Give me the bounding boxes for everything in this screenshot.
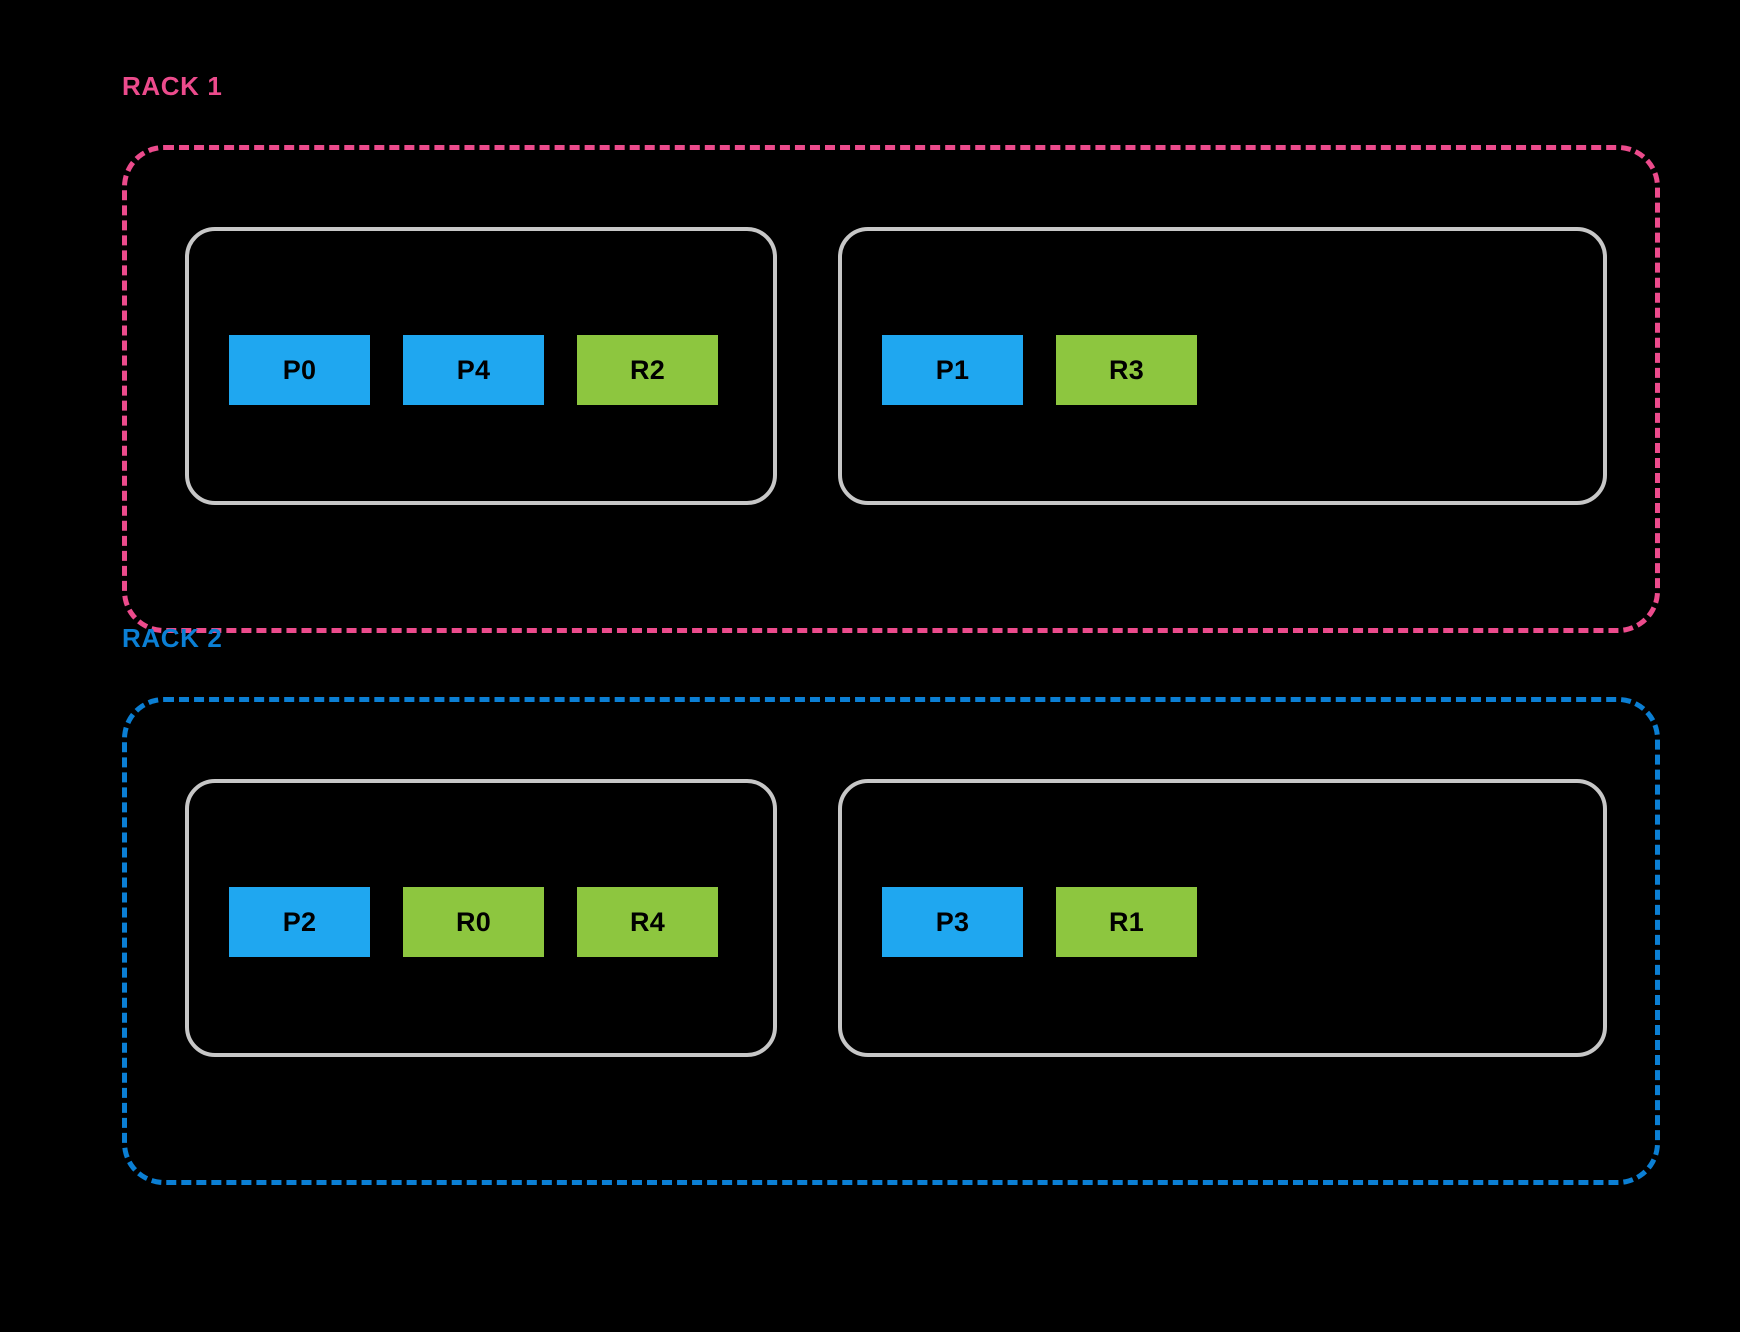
chip-row-broker-2: P1 R3 [882, 335, 1197, 405]
chip-row-broker-4: P3 R1 [882, 887, 1197, 957]
rack-boundary-2: P2 R0 R4 P3 R1 [122, 697, 1660, 1185]
chip-row-broker-3: P2 R0 R4 [229, 887, 718, 957]
replica-chip-r1[interactable]: R1 [1056, 887, 1197, 957]
replica-chip-r4[interactable]: R4 [577, 887, 718, 957]
partition-chip-p3[interactable]: P3 [882, 887, 1023, 957]
broker-box-3[interactable]: P2 R0 R4 [185, 779, 777, 1057]
chip-row-broker-1: P0 P4 R2 [229, 335, 718, 405]
partition-chip-p1[interactable]: P1 [882, 335, 1023, 405]
rack-label-2: RACK 2 [122, 623, 223, 653]
rack-label-1: RACK 1 [122, 71, 223, 101]
partition-chip-p2[interactable]: P2 [229, 887, 370, 957]
replica-chip-r3[interactable]: R3 [1056, 335, 1197, 405]
replica-chip-r2[interactable]: R2 [577, 335, 718, 405]
broker-box-2[interactable]: P1 R3 [838, 227, 1607, 505]
partition-chip-p0[interactable]: P0 [229, 335, 370, 405]
broker-box-4[interactable]: P3 R1 [838, 779, 1607, 1057]
replica-chip-r0[interactable]: R0 [403, 887, 544, 957]
broker-box-1[interactable]: P0 P4 R2 [185, 227, 777, 505]
rack-boundary-1: P0 P4 R2 P1 R3 [122, 145, 1660, 633]
partition-chip-p4[interactable]: P4 [403, 335, 544, 405]
